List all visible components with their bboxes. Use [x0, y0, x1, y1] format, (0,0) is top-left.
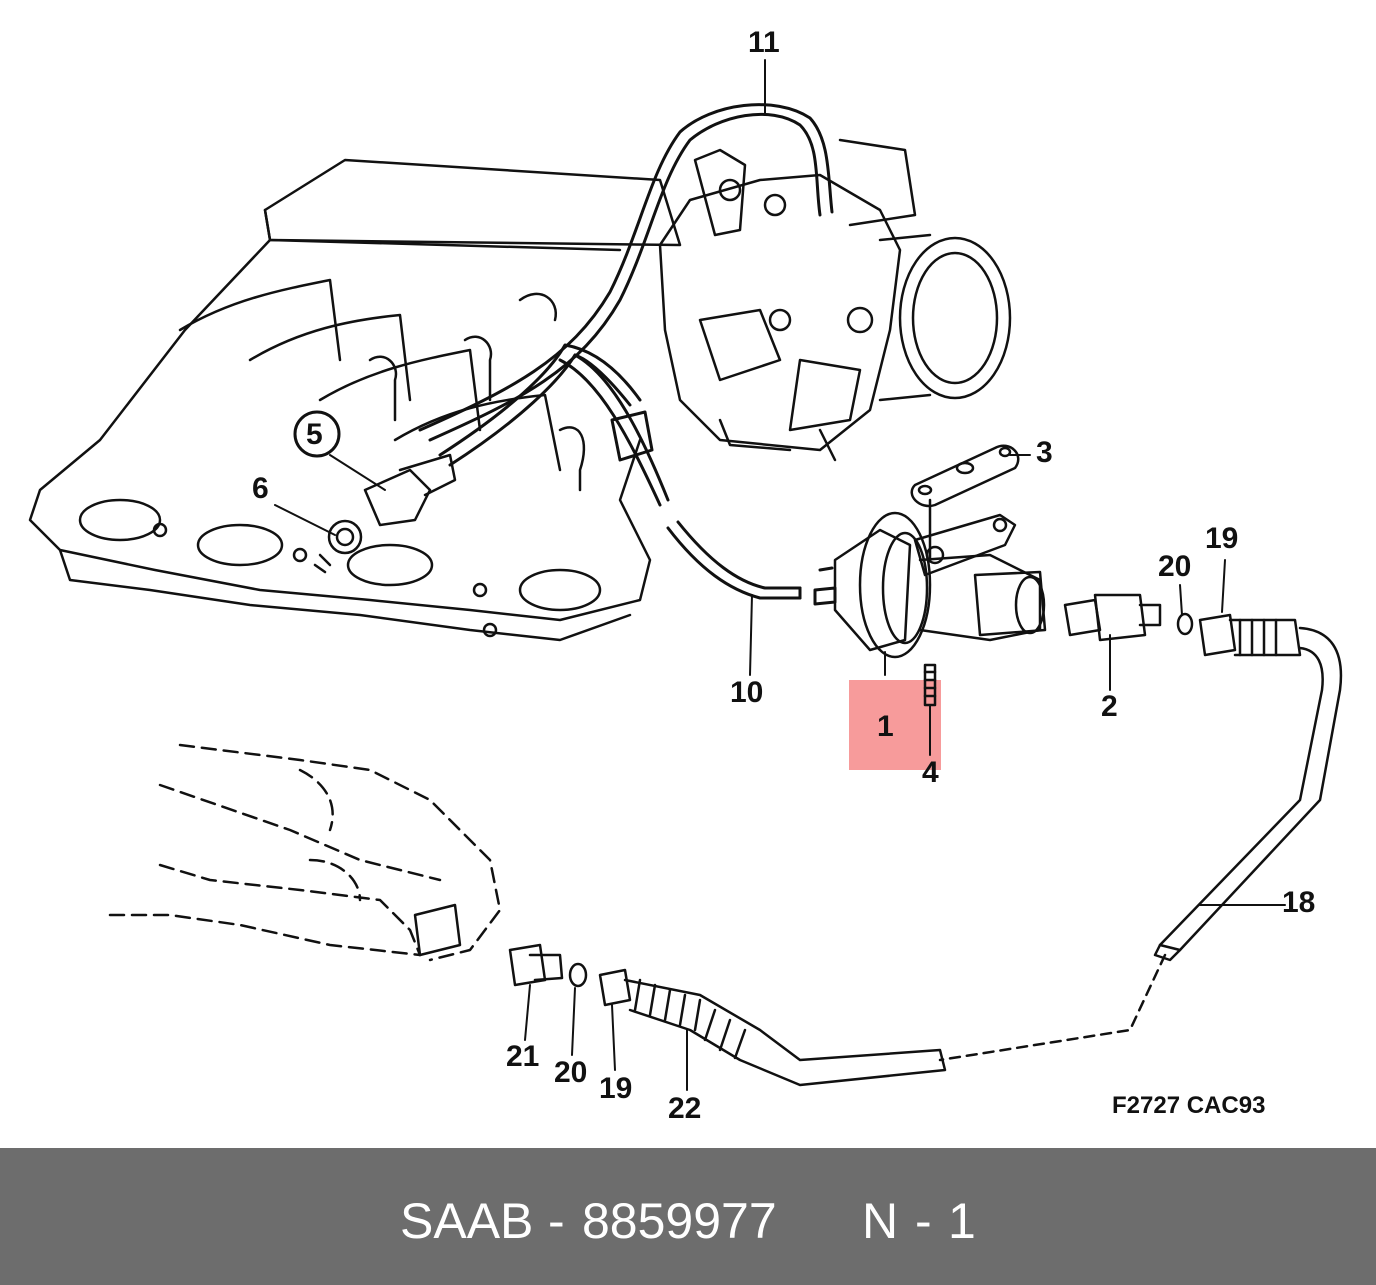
screw-4: [923, 498, 937, 707]
callout-4: 4: [922, 756, 939, 789]
gasket-3: [910, 444, 1020, 508]
intake-manifold: [28, 158, 682, 642]
callout-20-upper: 20: [1158, 550, 1192, 583]
brand-name: SAAB: [400, 1193, 534, 1249]
callout-21: 21: [506, 1040, 540, 1073]
exploded-view-drawing: [28, 59, 1343, 1091]
sensor-5-and-washer-6: [313, 453, 457, 574]
position-separator: -: [915, 1193, 932, 1249]
diagram-reference-code: F2727 CAC93: [1112, 1092, 1266, 1119]
hose-10: [666, 520, 837, 606]
throttle-body: [658, 138, 1012, 462]
exhaust-manifold: [108, 743, 502, 962]
callout-19-lower: 19: [599, 1072, 633, 1105]
callout-20-lower: 20: [554, 1056, 588, 1089]
callout-10: 10: [730, 676, 764, 709]
fitting-2-and-seal-20: [1063, 593, 1194, 642]
callout-6: 6: [252, 472, 269, 505]
part-info-footer: [0, 1148, 1376, 1285]
part-number: 8859977: [582, 1193, 777, 1249]
callout-5: 5: [306, 418, 323, 451]
lower-fittings: [413, 903, 947, 1087]
position-label: N: [862, 1193, 899, 1249]
fitting-19-and-tube-18: [938, 613, 1343, 1062]
callout-1: 1: [877, 710, 894, 743]
callout-18: 18: [1282, 886, 1316, 919]
actuator-1: [833, 511, 1047, 659]
callout-19-upper: 19: [1205, 522, 1239, 555]
vacuum-hose-11: [418, 103, 834, 507]
callout-11: 11: [748, 26, 780, 59]
footer-separator: -: [548, 1193, 565, 1249]
callout-circle-5: [293, 410, 341, 458]
parts-diagram: 11 5 6 3 19 20 10 1 4 2 18 21 20 19 22 F…: [28, 26, 1343, 1125]
position-value: 1: [948, 1193, 976, 1249]
leader-lines: [274, 59, 1286, 1091]
callout-2: 2: [1101, 690, 1118, 723]
callout-3: 3: [1036, 436, 1053, 469]
callout-22: 22: [668, 1092, 702, 1125]
